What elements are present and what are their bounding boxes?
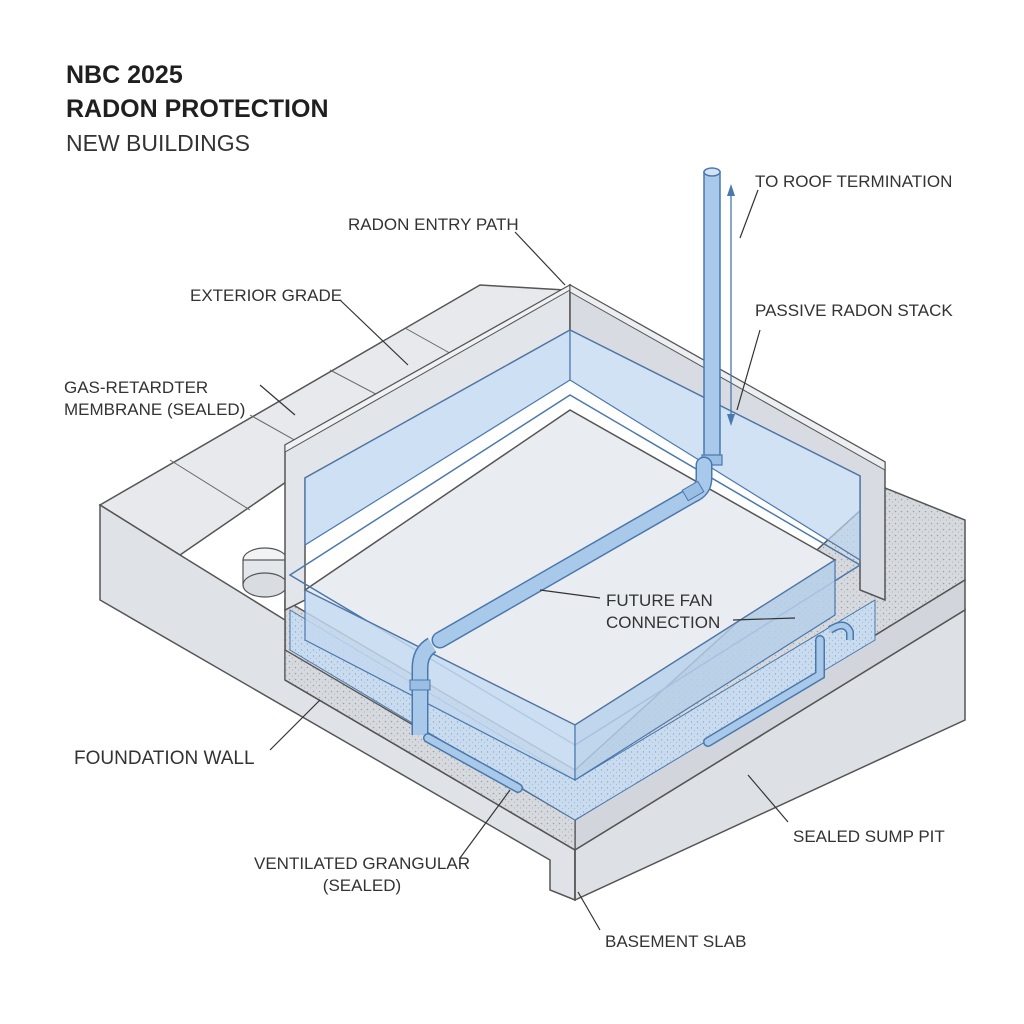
radon-pipe-system (409, 167, 854, 793)
label-future-fan: FUTURE FAN CONNECTION (606, 590, 720, 634)
label-passive-radon-stack: PASSIVE RADON STACK (755, 301, 953, 320)
title-line2: RADON PROTECTION (66, 95, 329, 123)
leader-lines (259, 189, 796, 931)
label-future-fan-line1: FUTURE FAN (606, 591, 713, 610)
label-exterior-grade: EXTERIOR GRADE (190, 286, 343, 305)
label-future-fan-line2: CONNECTION (606, 613, 721, 632)
title-block: NBC 2025 RADON PROTECTION NEW BUILDINGS (66, 58, 329, 160)
label-foundation-wall: FOUNDATION WALL (74, 748, 255, 769)
label-granular-line2: (SEALED) (322, 876, 402, 895)
outer-edges (284, 679, 576, 900)
foundation-wall (284, 283, 886, 612)
title-line1: NBC 2025 (66, 61, 183, 89)
label-granular: VENTILATED GRANGULAR (SEALED) (254, 853, 470, 897)
title-line3: NEW BUILDINGS (66, 130, 251, 156)
label-radon-entry-path: RADON ENTRY PATH (348, 215, 519, 234)
label-membrane-line2: MEMBRANE (SEALED) (64, 400, 246, 419)
label-roof-termination: TO ROOF TERMINATION (755, 172, 953, 191)
label-granular-line1: VENTILATED GRANGULAR (254, 854, 471, 873)
label-membrane-line1: GAS-RETARDTER (64, 378, 209, 397)
label-basement-slab: BASEMENT SLAB (605, 932, 747, 951)
label-membrane: GAS-RETARDTER MEMBRANE (SEALED) (64, 377, 245, 421)
label-sealed-sump-pit: SEALED SUMP PIT (793, 827, 945, 846)
